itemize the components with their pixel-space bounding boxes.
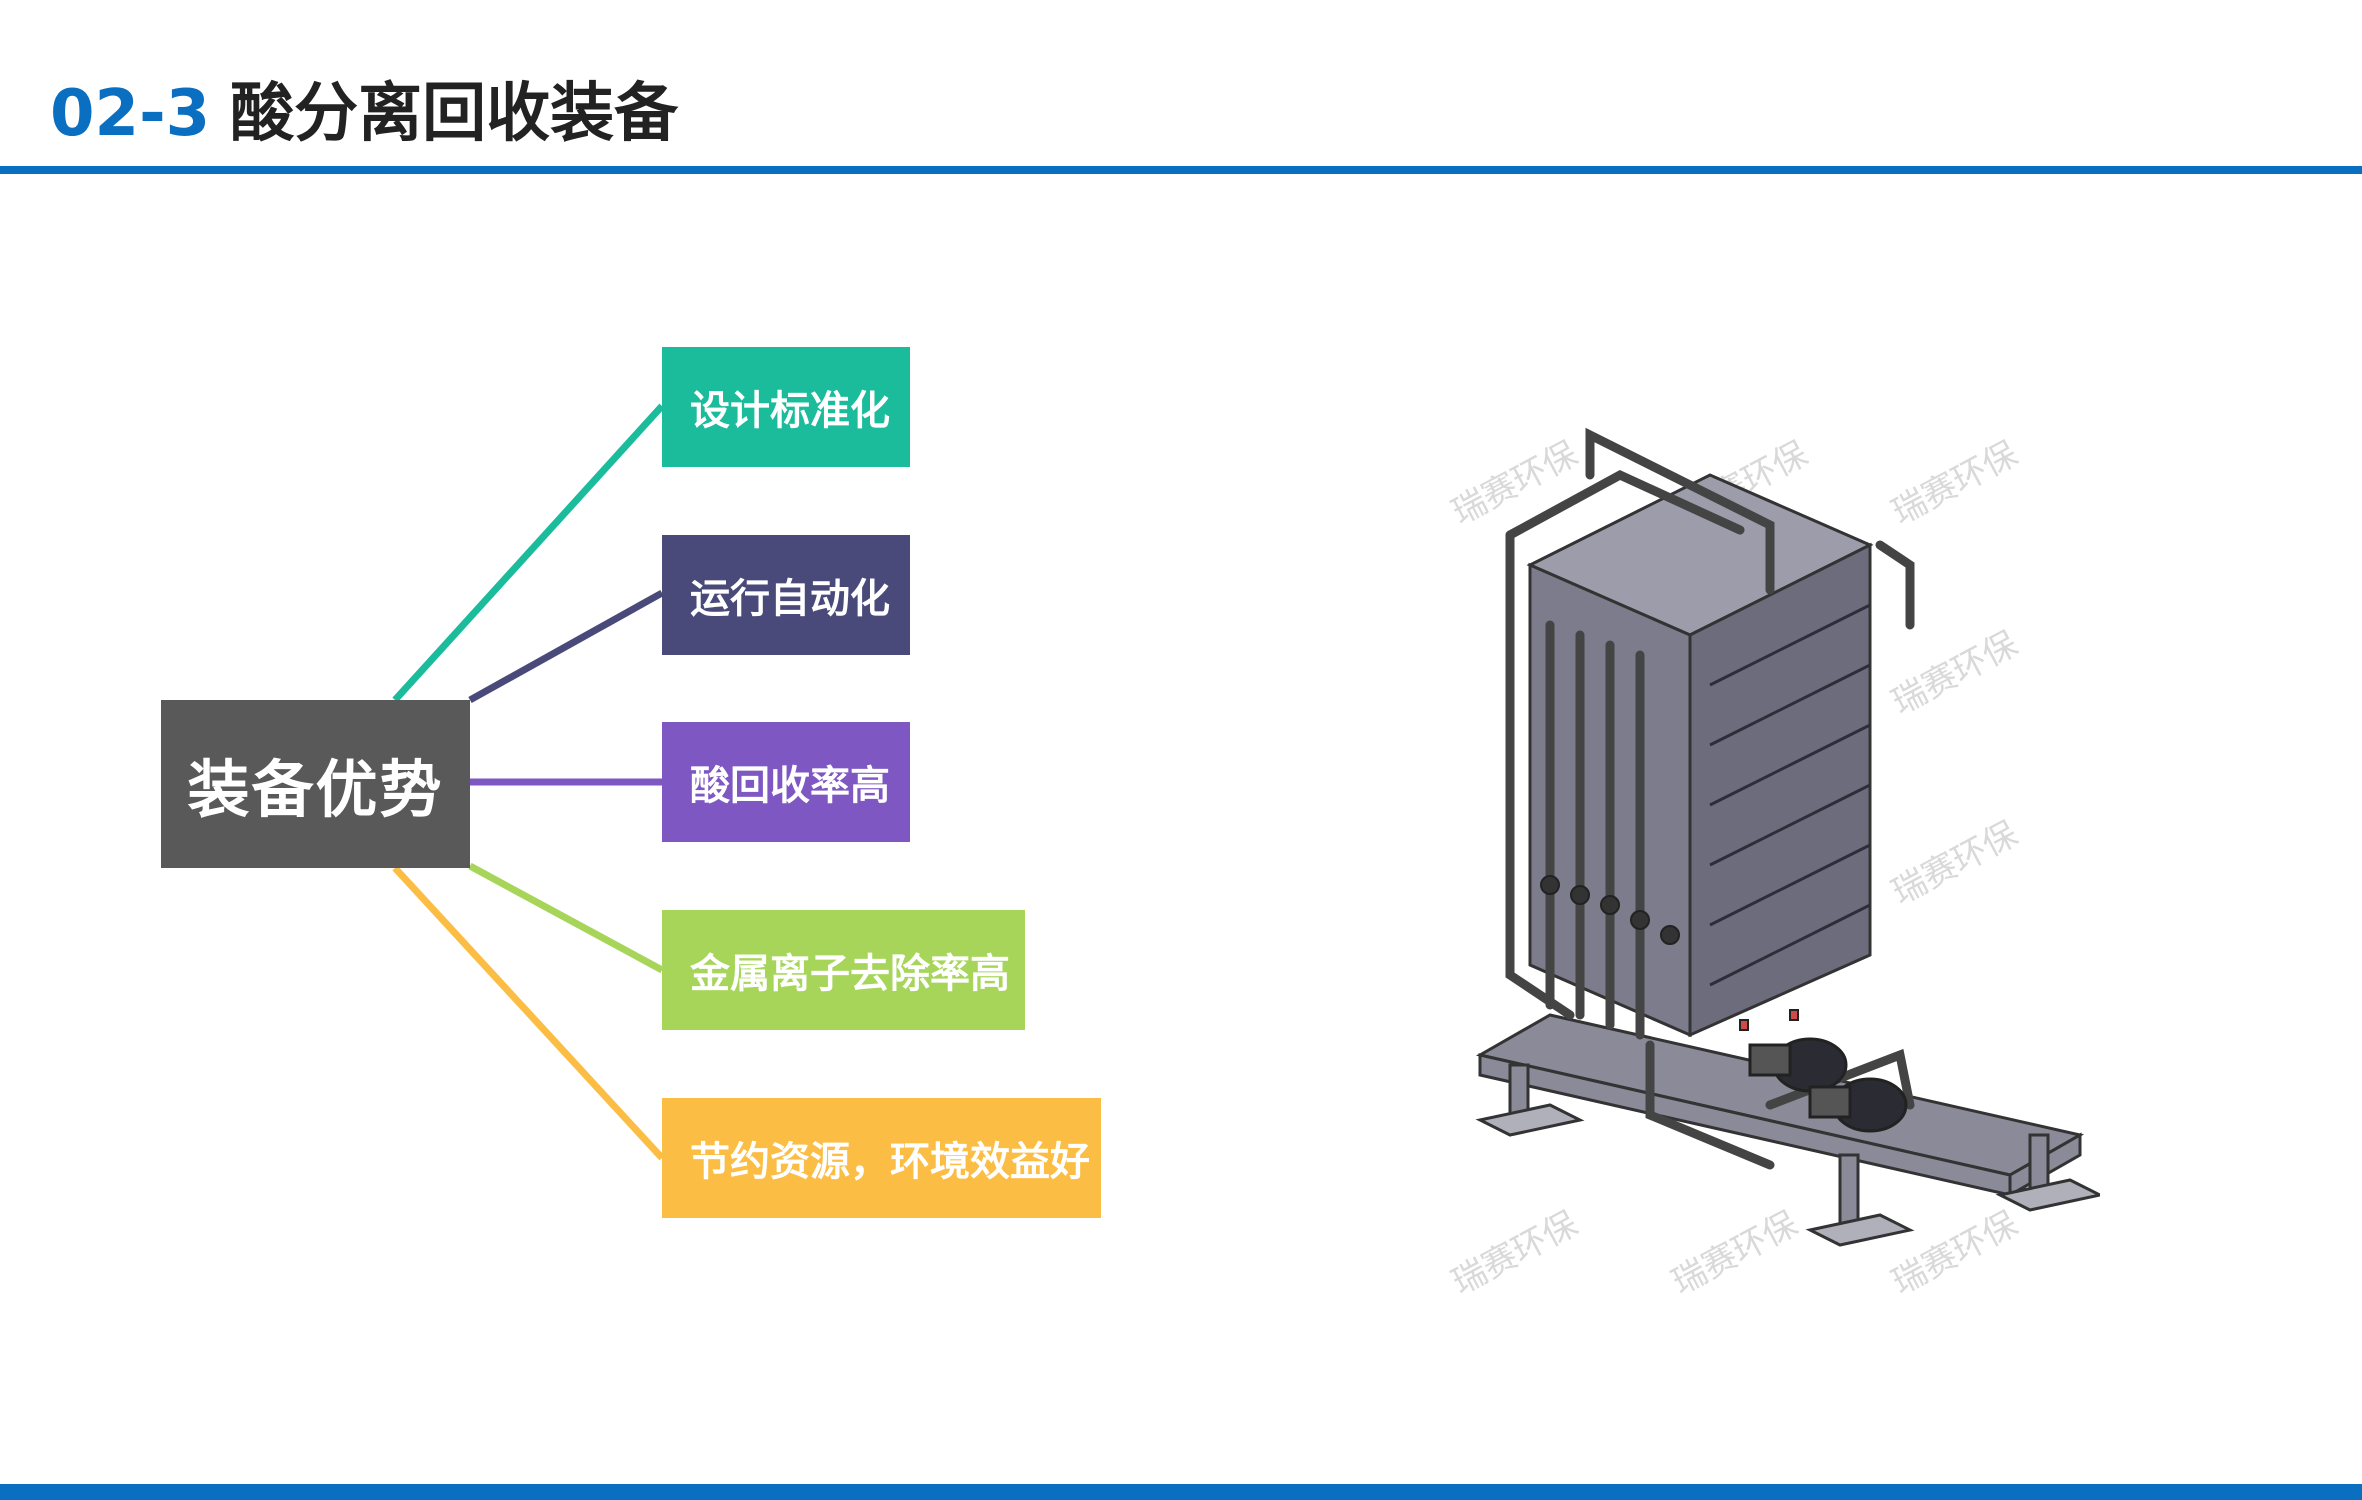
piping [1505, 427, 1915, 1170]
connector-line-5 [392, 865, 665, 1161]
header-divider [0, 166, 2362, 174]
valve [1600, 895, 1620, 915]
valves [1540, 875, 1799, 1031]
connector-line-4 [468, 862, 664, 974]
advantage-high-metal-ion-removal: 金属离子去除率高 [662, 910, 1025, 1030]
advantage-automated-operation: 运行自动化 [662, 535, 910, 655]
equipment-advantages-center: 装备优势 [161, 700, 470, 868]
watermark-text: 瑞赛环保 [1885, 624, 2024, 723]
section-number: 02-3 [50, 77, 211, 151]
advantage-resource-saving: 节约资源，环境效益好 [662, 1098, 1101, 1218]
valve [1570, 885, 1590, 905]
acid-recovery-equipment-illustration: 瑞赛环保 瑞赛环保 瑞赛环保 瑞赛环保 瑞赛环保 瑞赛环保 瑞赛环保 瑞赛环保 [1445, 427, 2100, 1303]
watermark-text: 瑞赛环保 [1885, 1204, 2024, 1303]
footer-divider [0, 1484, 2362, 1500]
advantage-design-standardization: 设计标准化 [662, 347, 910, 467]
advantage-high-acid-recovery: 酸回收率高 [662, 722, 910, 842]
valve [1540, 875, 1560, 895]
watermark-text: 瑞赛环保 [1885, 434, 2024, 533]
pumps [1748, 1037, 1908, 1133]
valve [1630, 910, 1650, 930]
connector-line-1 [392, 403, 665, 703]
watermark-text: 瑞赛环保 [1445, 1204, 1584, 1303]
connector-line-2 [468, 589, 664, 704]
base-frame [1475, 1013, 2100, 1247]
section-title: 酸分离回收装备 [230, 77, 679, 151]
watermark-text: 瑞赛环保 [1665, 1204, 1804, 1303]
page-title: 02-3 酸分离回收装备 [50, 66, 678, 162]
watermark-text: 瑞赛环保 [1445, 434, 1584, 533]
watermark-text: 瑞赛环保 [1885, 814, 2024, 913]
valve [1660, 925, 1680, 945]
